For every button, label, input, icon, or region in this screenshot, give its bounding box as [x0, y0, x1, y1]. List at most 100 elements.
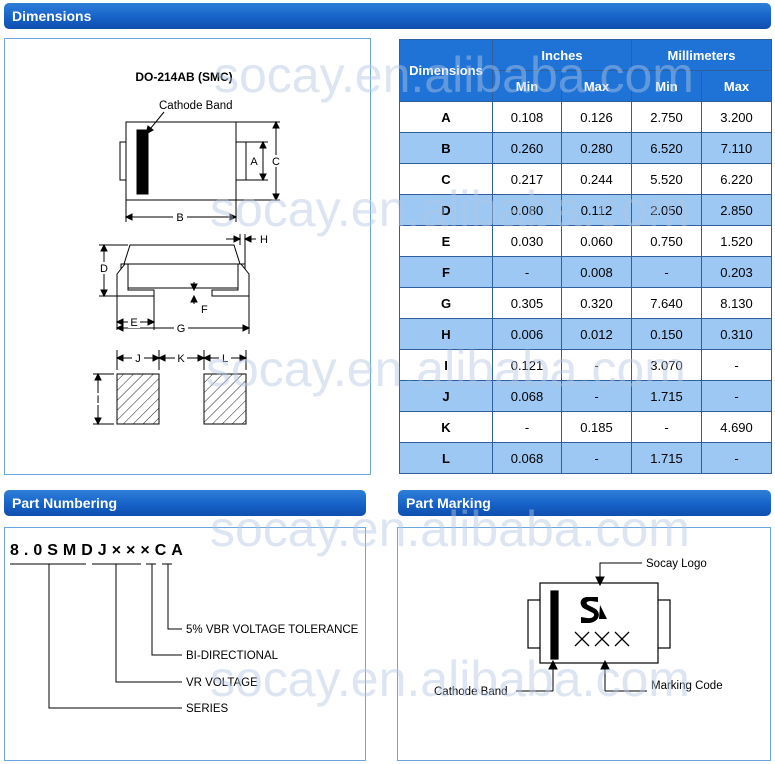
cell-in-min: 0.030 [492, 225, 562, 257]
cell-mm-min: 2.050 [631, 194, 702, 226]
table-row: K-0.185-4.690 [399, 411, 773, 443]
row-dim: H [399, 318, 493, 350]
cell-in-min: 0.305 [492, 287, 562, 319]
col-header-mm-min: Min [631, 70, 702, 102]
cell-mm-max: 2.850 [700, 194, 773, 226]
socay-logo-label: Socay Logo [646, 558, 707, 570]
section-header-part-numbering: Part Numbering [4, 490, 366, 516]
row-dim: I [399, 349, 493, 381]
cell-mm-min: - [631, 411, 702, 443]
marking-code-label: Marking Code [651, 680, 723, 692]
socay-logo-icon [580, 597, 607, 623]
row-dim: F [399, 256, 493, 288]
cell-in-max: 0.008 [561, 256, 632, 288]
dim-label-i: I [96, 394, 99, 406]
dim-label-a: A [250, 156, 258, 168]
cell-mm-min: 6.520 [631, 132, 702, 164]
col-header-inches-min: Min [492, 70, 562, 102]
section-header-part-marking: Part Marking [398, 490, 771, 516]
cell-mm-min: - [631, 256, 702, 288]
dim-label-c: C [272, 156, 280, 168]
row-dim: G [399, 287, 493, 319]
col-header-inches-max: Max [561, 70, 632, 102]
col-header-millimeters: Millimeters [630, 39, 773, 71]
cell-in-max: 0.280 [561, 132, 632, 164]
cell-in-max: 0.126 [561, 101, 632, 133]
marking-code-glyphs [574, 631, 630, 647]
table-row: F-0.008-0.203 [399, 256, 773, 288]
cell-mm-min: 1.715 [631, 380, 702, 412]
cell-in-max: 0.012 [561, 318, 632, 350]
cell-mm-min: 0.750 [631, 225, 702, 257]
cell-in-min: - [492, 256, 562, 288]
numbering-leader-lines [10, 563, 182, 709]
dim-label-g: G [177, 323, 186, 335]
cell-in-max: - [561, 380, 632, 412]
cell-in-min: 0.068 [492, 380, 562, 412]
row-dim: D [399, 194, 493, 226]
row-dim: L [399, 442, 493, 474]
part-numbering-diagram: 8.0SMDJ×××CA 5% VBR VOLTAGE TOLERANCE BI… [10, 542, 359, 715]
col-header-inches: Inches [492, 39, 632, 71]
marking-pointers [516, 562, 647, 692]
section-header-dimensions: Dimensions [4, 3, 771, 29]
cell-in-max: - [561, 442, 632, 474]
marking-package-body [539, 582, 659, 664]
cell-mm-min: 2.750 [631, 101, 702, 133]
cell-mm-min: 5.520 [631, 163, 702, 195]
cell-in-min: - [492, 411, 562, 443]
cell-mm-min: 0.150 [631, 318, 702, 350]
row-dim: B [399, 132, 493, 164]
cell-mm-max: 8.130 [700, 287, 773, 319]
cell-mm-max: - [700, 442, 773, 474]
vr-voltage-label: VR VOLTAGE [186, 677, 258, 689]
package-title: DO-214AB (SMC) [135, 70, 232, 84]
cell-in-max: - [561, 349, 632, 381]
series-label: SERIES [186, 703, 229, 715]
part-marking-diagram: Socay Logo Cathode Band Marking Code [434, 558, 723, 698]
row-dim: K [399, 411, 493, 443]
cell-mm-min: 7.640 [631, 287, 702, 319]
cell-mm-max: 3.200 [700, 101, 773, 133]
col-header-mm-max: Max [700, 70, 773, 102]
cell-mm-max: 0.310 [700, 318, 773, 350]
cell-in-max: 0.320 [561, 287, 632, 319]
cell-in-max: 0.244 [561, 163, 632, 195]
dim-label-e: E [130, 317, 137, 329]
cell-mm-min: 3.070 [631, 349, 702, 381]
cell-in-min: 0.068 [492, 442, 562, 474]
tolerance-label: 5% VBR VOLTAGE TOLERANCE [186, 624, 359, 636]
cell-in-min: 0.006 [492, 318, 562, 350]
dim-label-j: J [135, 353, 141, 365]
dim-label-d: D [100, 263, 108, 275]
part-numbering-panel [4, 527, 366, 761]
cell-mm-min: 1.715 [631, 442, 702, 474]
package-outline-drawing: DO-214AB (SMC) Cathode Band B A C [93, 70, 282, 426]
bidirectional-label: BI-DIRECTIONAL [186, 650, 279, 662]
cell-in-min: 0.217 [492, 163, 562, 195]
cell-mm-max: 4.690 [700, 411, 773, 443]
dim-label-l: L [222, 353, 228, 365]
cell-mm-max: 1.520 [700, 225, 773, 257]
cell-in-max: 0.060 [561, 225, 632, 257]
cell-mm-max: - [700, 380, 773, 412]
cell-in-min: 0.108 [492, 101, 562, 133]
dim-label-k: K [177, 353, 185, 365]
cell-in-max: 0.112 [561, 194, 632, 226]
cell-mm-max: 0.203 [700, 256, 773, 288]
cathode-band-label: Cathode Band [159, 100, 233, 112]
col-header-dimensions: Dimensions [399, 39, 493, 102]
side-view-drawing [99, 234, 256, 334]
cell-in-max: 0.185 [561, 411, 632, 443]
cell-mm-max: - [700, 349, 773, 381]
marking-cathode-band [550, 590, 559, 660]
cell-in-min: 0.121 [492, 349, 562, 381]
marking-cathode-band-label: Cathode Band [434, 686, 508, 698]
